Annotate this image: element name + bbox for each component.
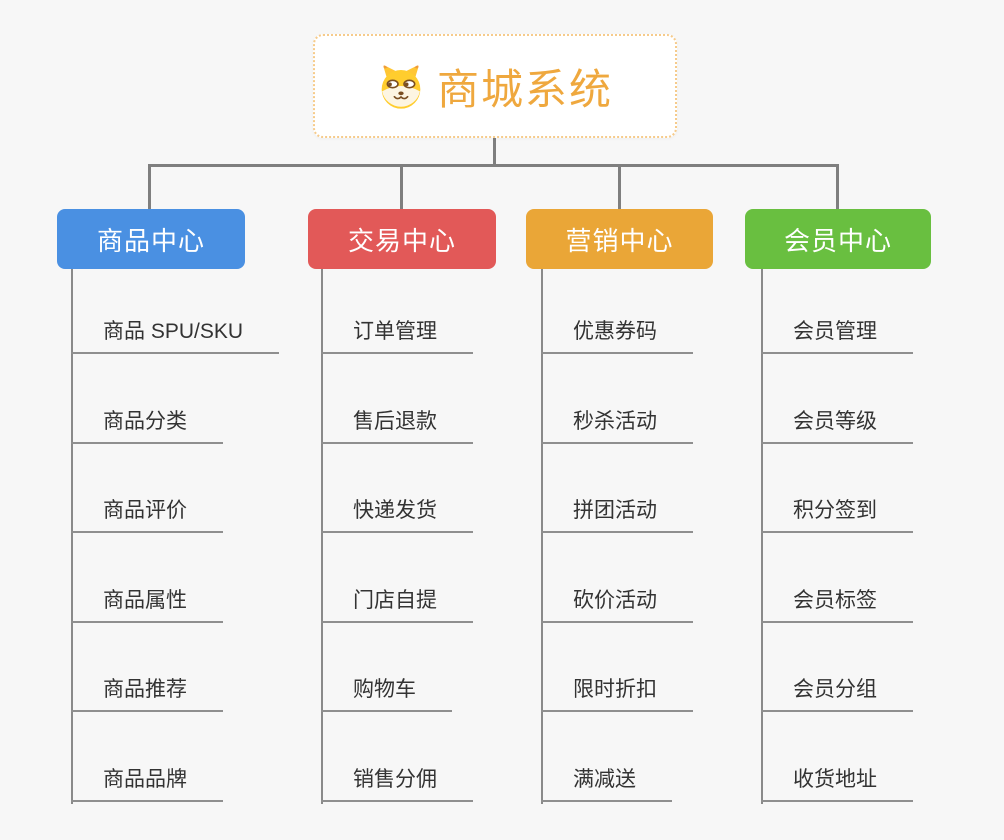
leaf-label: 商品属性 bbox=[103, 589, 187, 612]
branch-label: 营销中心 bbox=[565, 225, 674, 256]
leaf-item[interactable]: 商品品牌 bbox=[71, 764, 223, 802]
leaf-label: 购物车 bbox=[353, 678, 416, 701]
leaf-label: 会员标签 bbox=[793, 589, 877, 612]
connector-horizontal bbox=[148, 164, 839, 167]
leaf-item[interactable]: 满减送 bbox=[541, 764, 672, 802]
leaf-label: 会员管理 bbox=[793, 320, 877, 343]
branch-node-products[interactable]: 商品中心 bbox=[57, 209, 245, 269]
leaf-item[interactable]: 售后退款 bbox=[321, 406, 473, 444]
leaf-item[interactable]: 商品属性 bbox=[71, 585, 223, 623]
trunk-products bbox=[71, 269, 73, 804]
leaf-label: 门店自提 bbox=[353, 589, 437, 612]
leaf-label: 积分签到 bbox=[793, 499, 877, 522]
leaf-item[interactable]: 快递发货 bbox=[321, 495, 473, 533]
leaf-item[interactable]: 会员分组 bbox=[761, 674, 913, 712]
leaf-label: 商品品牌 bbox=[103, 768, 187, 791]
leaf-item[interactable]: 拼团活动 bbox=[541, 495, 693, 533]
leaf-label: 销售分佣 bbox=[353, 768, 437, 791]
leaf-label: 秒杀活动 bbox=[573, 410, 657, 433]
trunk-members bbox=[761, 269, 763, 804]
leaf-label: 砍价活动 bbox=[573, 589, 657, 612]
leaf-label: 售后退款 bbox=[353, 410, 437, 433]
connector-stub-products bbox=[148, 166, 151, 210]
connector-stub-members bbox=[836, 166, 839, 210]
branch-node-trade[interactable]: 交易中心 bbox=[308, 209, 496, 269]
leaf-label: 商品分类 bbox=[103, 410, 187, 433]
leaf-item[interactable]: 会员标签 bbox=[761, 585, 913, 623]
trunk-marketing bbox=[541, 269, 543, 804]
branch-node-members[interactable]: 会员中心 bbox=[745, 209, 931, 269]
leaf-item[interactable]: 商品分类 bbox=[71, 406, 223, 444]
leaf-item[interactable]: 秒杀活动 bbox=[541, 406, 693, 444]
leaf-item[interactable]: 会员管理 bbox=[761, 316, 913, 354]
leaf-item[interactable]: 会员等级 bbox=[761, 406, 913, 444]
leaf-item[interactable]: 砍价活动 bbox=[541, 585, 693, 623]
branch-node-marketing[interactable]: 营销中心 bbox=[526, 209, 713, 269]
leaf-label: 满减送 bbox=[573, 768, 636, 791]
branch-label: 会员中心 bbox=[783, 225, 892, 256]
leaf-item[interactable]: 优惠券码 bbox=[541, 316, 693, 354]
leaf-label: 收货地址 bbox=[793, 768, 877, 791]
leaf-label: 优惠券码 bbox=[573, 320, 657, 343]
connector-stub-trade bbox=[400, 166, 403, 210]
leaf-label: 限时折扣 bbox=[573, 678, 657, 701]
leaf-item[interactable]: 商品评价 bbox=[71, 495, 223, 533]
leaf-label: 会员等级 bbox=[793, 410, 877, 433]
dog-face-icon bbox=[377, 62, 425, 110]
leaf-item[interactable]: 订单管理 bbox=[321, 316, 473, 354]
leaf-label: 商品推荐 bbox=[103, 678, 187, 701]
leaf-item[interactable]: 积分签到 bbox=[761, 495, 913, 533]
leaf-label: 订单管理 bbox=[353, 320, 437, 343]
trunk-trade bbox=[321, 269, 323, 804]
branch-label: 商品中心 bbox=[96, 225, 205, 256]
leaf-label: 商品 SPU/SKU bbox=[103, 320, 244, 343]
leaf-item[interactable]: 门店自提 bbox=[321, 585, 473, 623]
leaf-item[interactable]: 商品 SPU/SKU bbox=[71, 316, 280, 354]
leaf-label: 快递发货 bbox=[353, 499, 437, 522]
leaf-item[interactable]: 收货地址 bbox=[761, 764, 913, 802]
branch-label: 交易中心 bbox=[347, 225, 456, 256]
leaf-item[interactable]: 购物车 bbox=[321, 674, 452, 712]
connector-root-stub bbox=[493, 137, 496, 166]
leaf-label: 会员分组 bbox=[793, 678, 877, 701]
connector-stub-marketing bbox=[618, 166, 621, 210]
leaf-item[interactable]: 销售分佣 bbox=[321, 764, 473, 802]
leaf-item[interactable]: 限时折扣 bbox=[541, 674, 693, 712]
leaf-label: 商品评价 bbox=[103, 499, 187, 522]
root-node[interactable]: 商城系统 bbox=[313, 34, 677, 138]
leaf-label: 拼团活动 bbox=[573, 499, 657, 522]
leaf-item[interactable]: 商品推荐 bbox=[71, 674, 223, 712]
root-title: 商城系统 bbox=[436, 65, 613, 113]
